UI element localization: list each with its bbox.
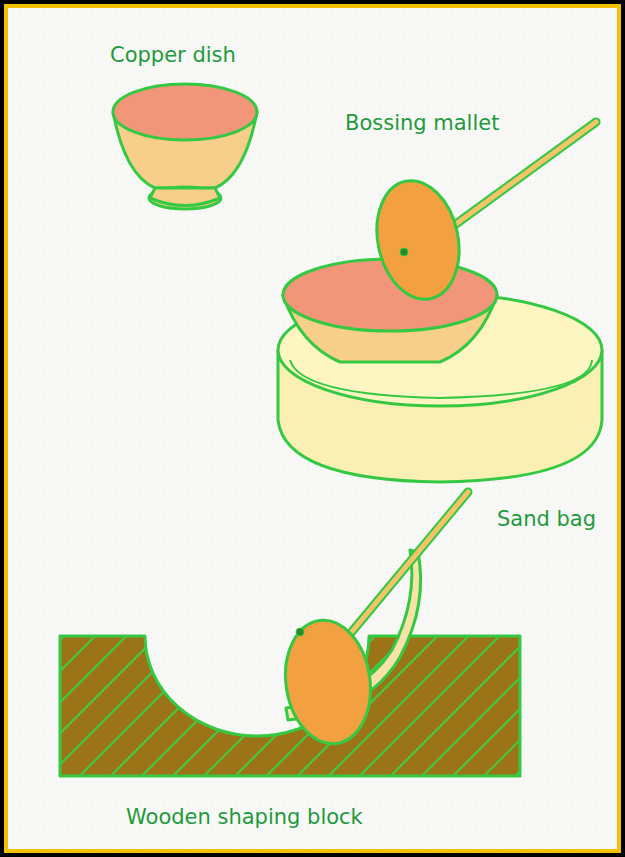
copper-dish-top [113,84,257,209]
bossing-mallet-bottom [278,492,468,749]
sandbag-label: Sand bag [497,508,596,531]
dish-label: Copper dish [110,44,236,67]
mallet-label: Bossing mallet [345,112,499,135]
frame [6,6,619,851]
block-label: Wooden shaping block [126,806,363,829]
bossing-mallet-top [366,122,596,307]
